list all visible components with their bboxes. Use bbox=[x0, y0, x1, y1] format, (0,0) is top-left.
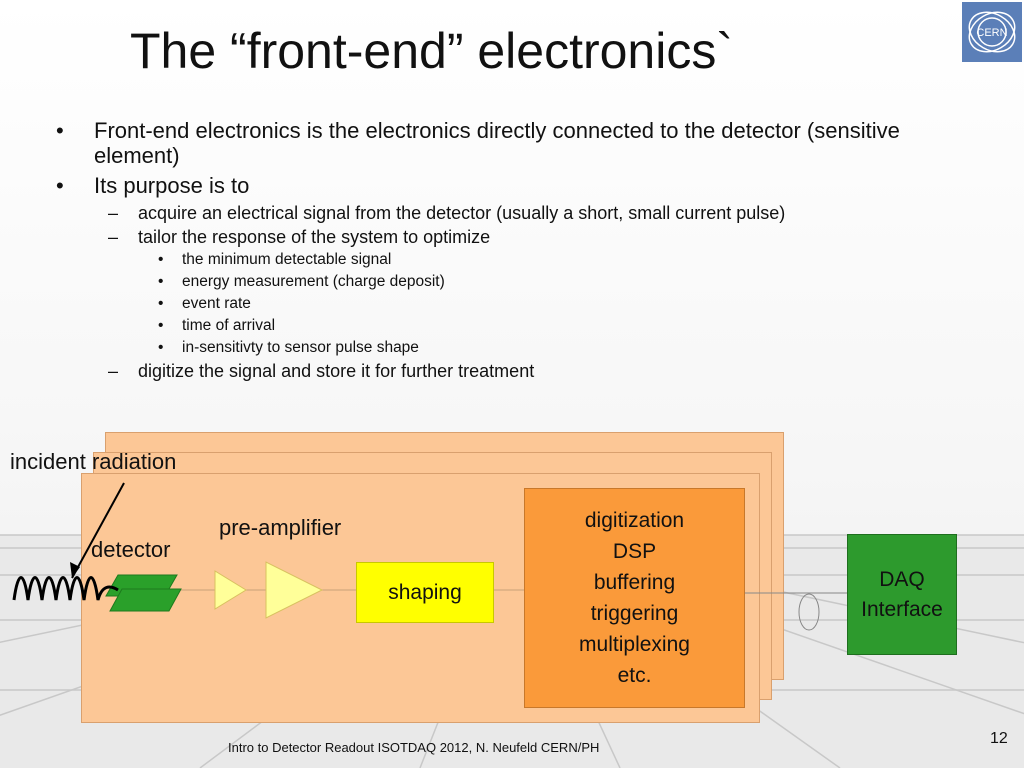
sub-sub-bullet-item: in-sensitivty to sensor pulse shape bbox=[54, 339, 954, 357]
digitization-box: digitization DSP buffering triggering mu… bbox=[524, 488, 745, 708]
shaping-label: shaping bbox=[388, 580, 462, 604]
amplifier-triangle-small bbox=[214, 570, 247, 610]
buffering-line: buffering bbox=[593, 571, 676, 594]
footer-text: Intro to Detector Readout ISOTDAQ 2012, … bbox=[228, 740, 600, 755]
daq-line: DAQ bbox=[879, 567, 925, 591]
bullet-item: Front-end electronics is the electronics… bbox=[54, 118, 954, 168]
detector-label: detector bbox=[91, 537, 171, 562]
interface-line: Interface bbox=[861, 597, 943, 621]
sub-bullet-item: tailor the response of the system to opt… bbox=[54, 227, 954, 247]
incident-radiation-label: incident radiation bbox=[10, 449, 177, 474]
shaping-box: shaping bbox=[356, 562, 494, 623]
cern-logo-icon: CERN bbox=[962, 2, 1022, 62]
pre-amplifier-label: pre-amplifier bbox=[219, 515, 342, 540]
cern-logo-text: CERN bbox=[976, 27, 1007, 39]
triggering-line: triggering bbox=[590, 602, 679, 625]
radiation-wave-icon bbox=[12, 576, 119, 601]
sub-bullet-item: acquire an electrical signal from the de… bbox=[54, 203, 954, 223]
multiplexing-line: multiplexing bbox=[579, 633, 690, 656]
sub-sub-bullet-item: event rate bbox=[54, 295, 954, 313]
slide-title: The “front-end” electronics` bbox=[130, 23, 734, 79]
etc-line: etc. bbox=[617, 664, 652, 687]
amplifier-triangle-large bbox=[265, 561, 324, 619]
bullet-list: Front-end electronics is the electronics… bbox=[54, 118, 954, 385]
sub-sub-bullet-item: the minimum detectable signal bbox=[54, 251, 954, 269]
sub-sub-bullet-item: energy measurement (charge deposit) bbox=[54, 273, 954, 291]
dsp-line: DSP bbox=[612, 540, 657, 563]
sub-sub-bullet-item: time of arrival bbox=[54, 317, 954, 335]
sub-bullet-item: digitize the signal and store it for fur… bbox=[54, 361, 954, 381]
page-number: 12 bbox=[990, 730, 1008, 747]
bullet-item: Its purpose is to bbox=[54, 173, 954, 198]
digitization-line: digitization bbox=[584, 509, 685, 532]
daq-interface-box: DAQ Interface bbox=[847, 534, 957, 655]
